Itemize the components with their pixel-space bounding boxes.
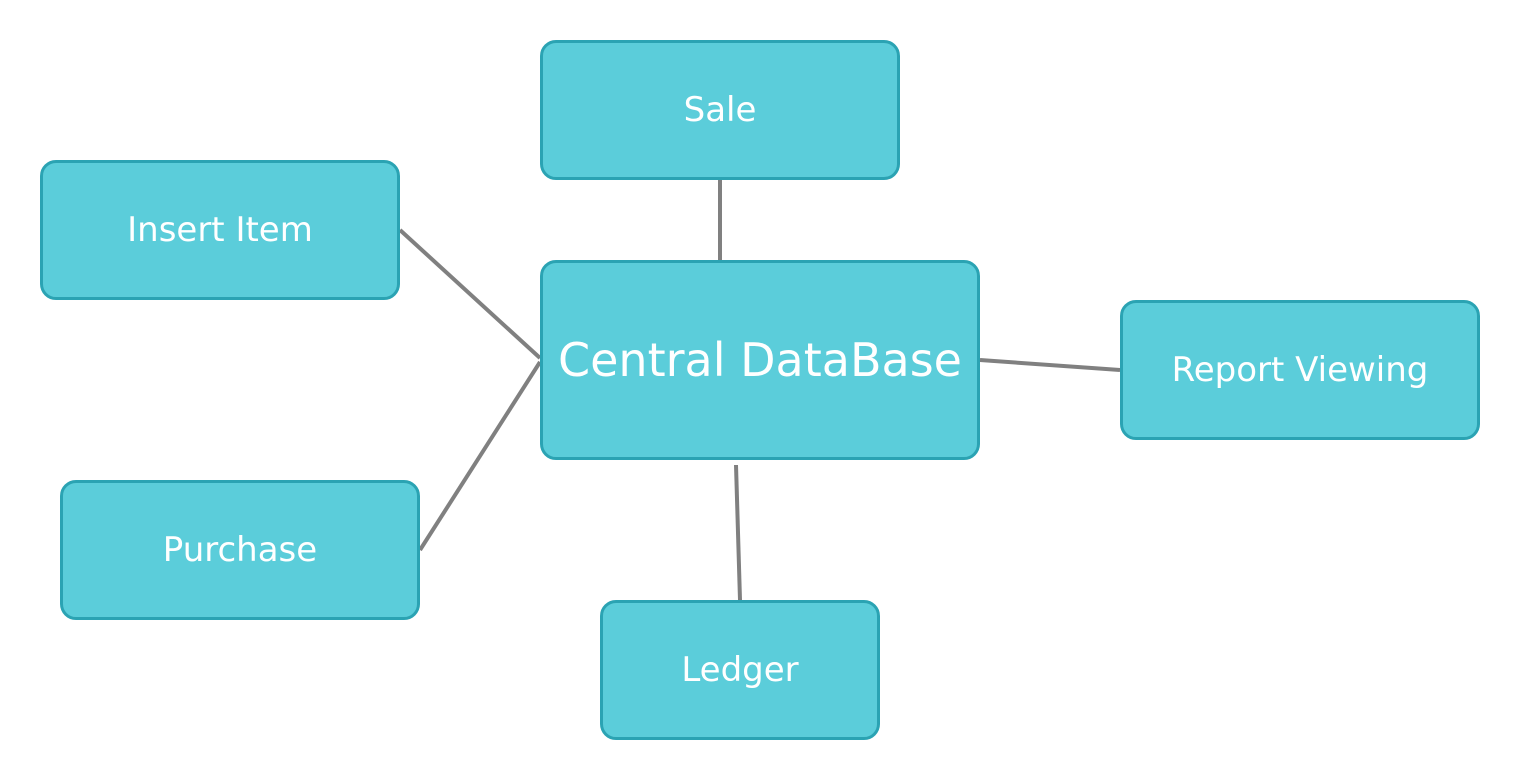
edge-central-purchase <box>418 360 542 552</box>
node-insert-item[interactable]: Insert Item <box>40 160 400 300</box>
node-ledger-label: Ledger <box>681 650 799 690</box>
edge-central-insert-item <box>398 228 542 360</box>
node-report-viewing[interactable]: Report Viewing <box>1120 300 1480 440</box>
node-sale-label: Sale <box>683 90 757 130</box>
node-sale[interactable]: Sale <box>540 40 900 180</box>
edge-central-ledger <box>734 464 742 601</box>
edge-central-report-viewing <box>979 358 1121 372</box>
node-purchase-label: Purchase <box>162 530 318 570</box>
node-insert-item-label: Insert Item <box>127 210 313 250</box>
node-central-database-label: Central DataBase <box>558 333 962 387</box>
node-report-viewing-label: Report Viewing <box>1171 350 1429 390</box>
node-central-database[interactable]: Central DataBase <box>540 260 980 460</box>
node-purchase[interactable]: Purchase <box>60 480 420 620</box>
node-ledger[interactable]: Ledger <box>600 600 880 740</box>
